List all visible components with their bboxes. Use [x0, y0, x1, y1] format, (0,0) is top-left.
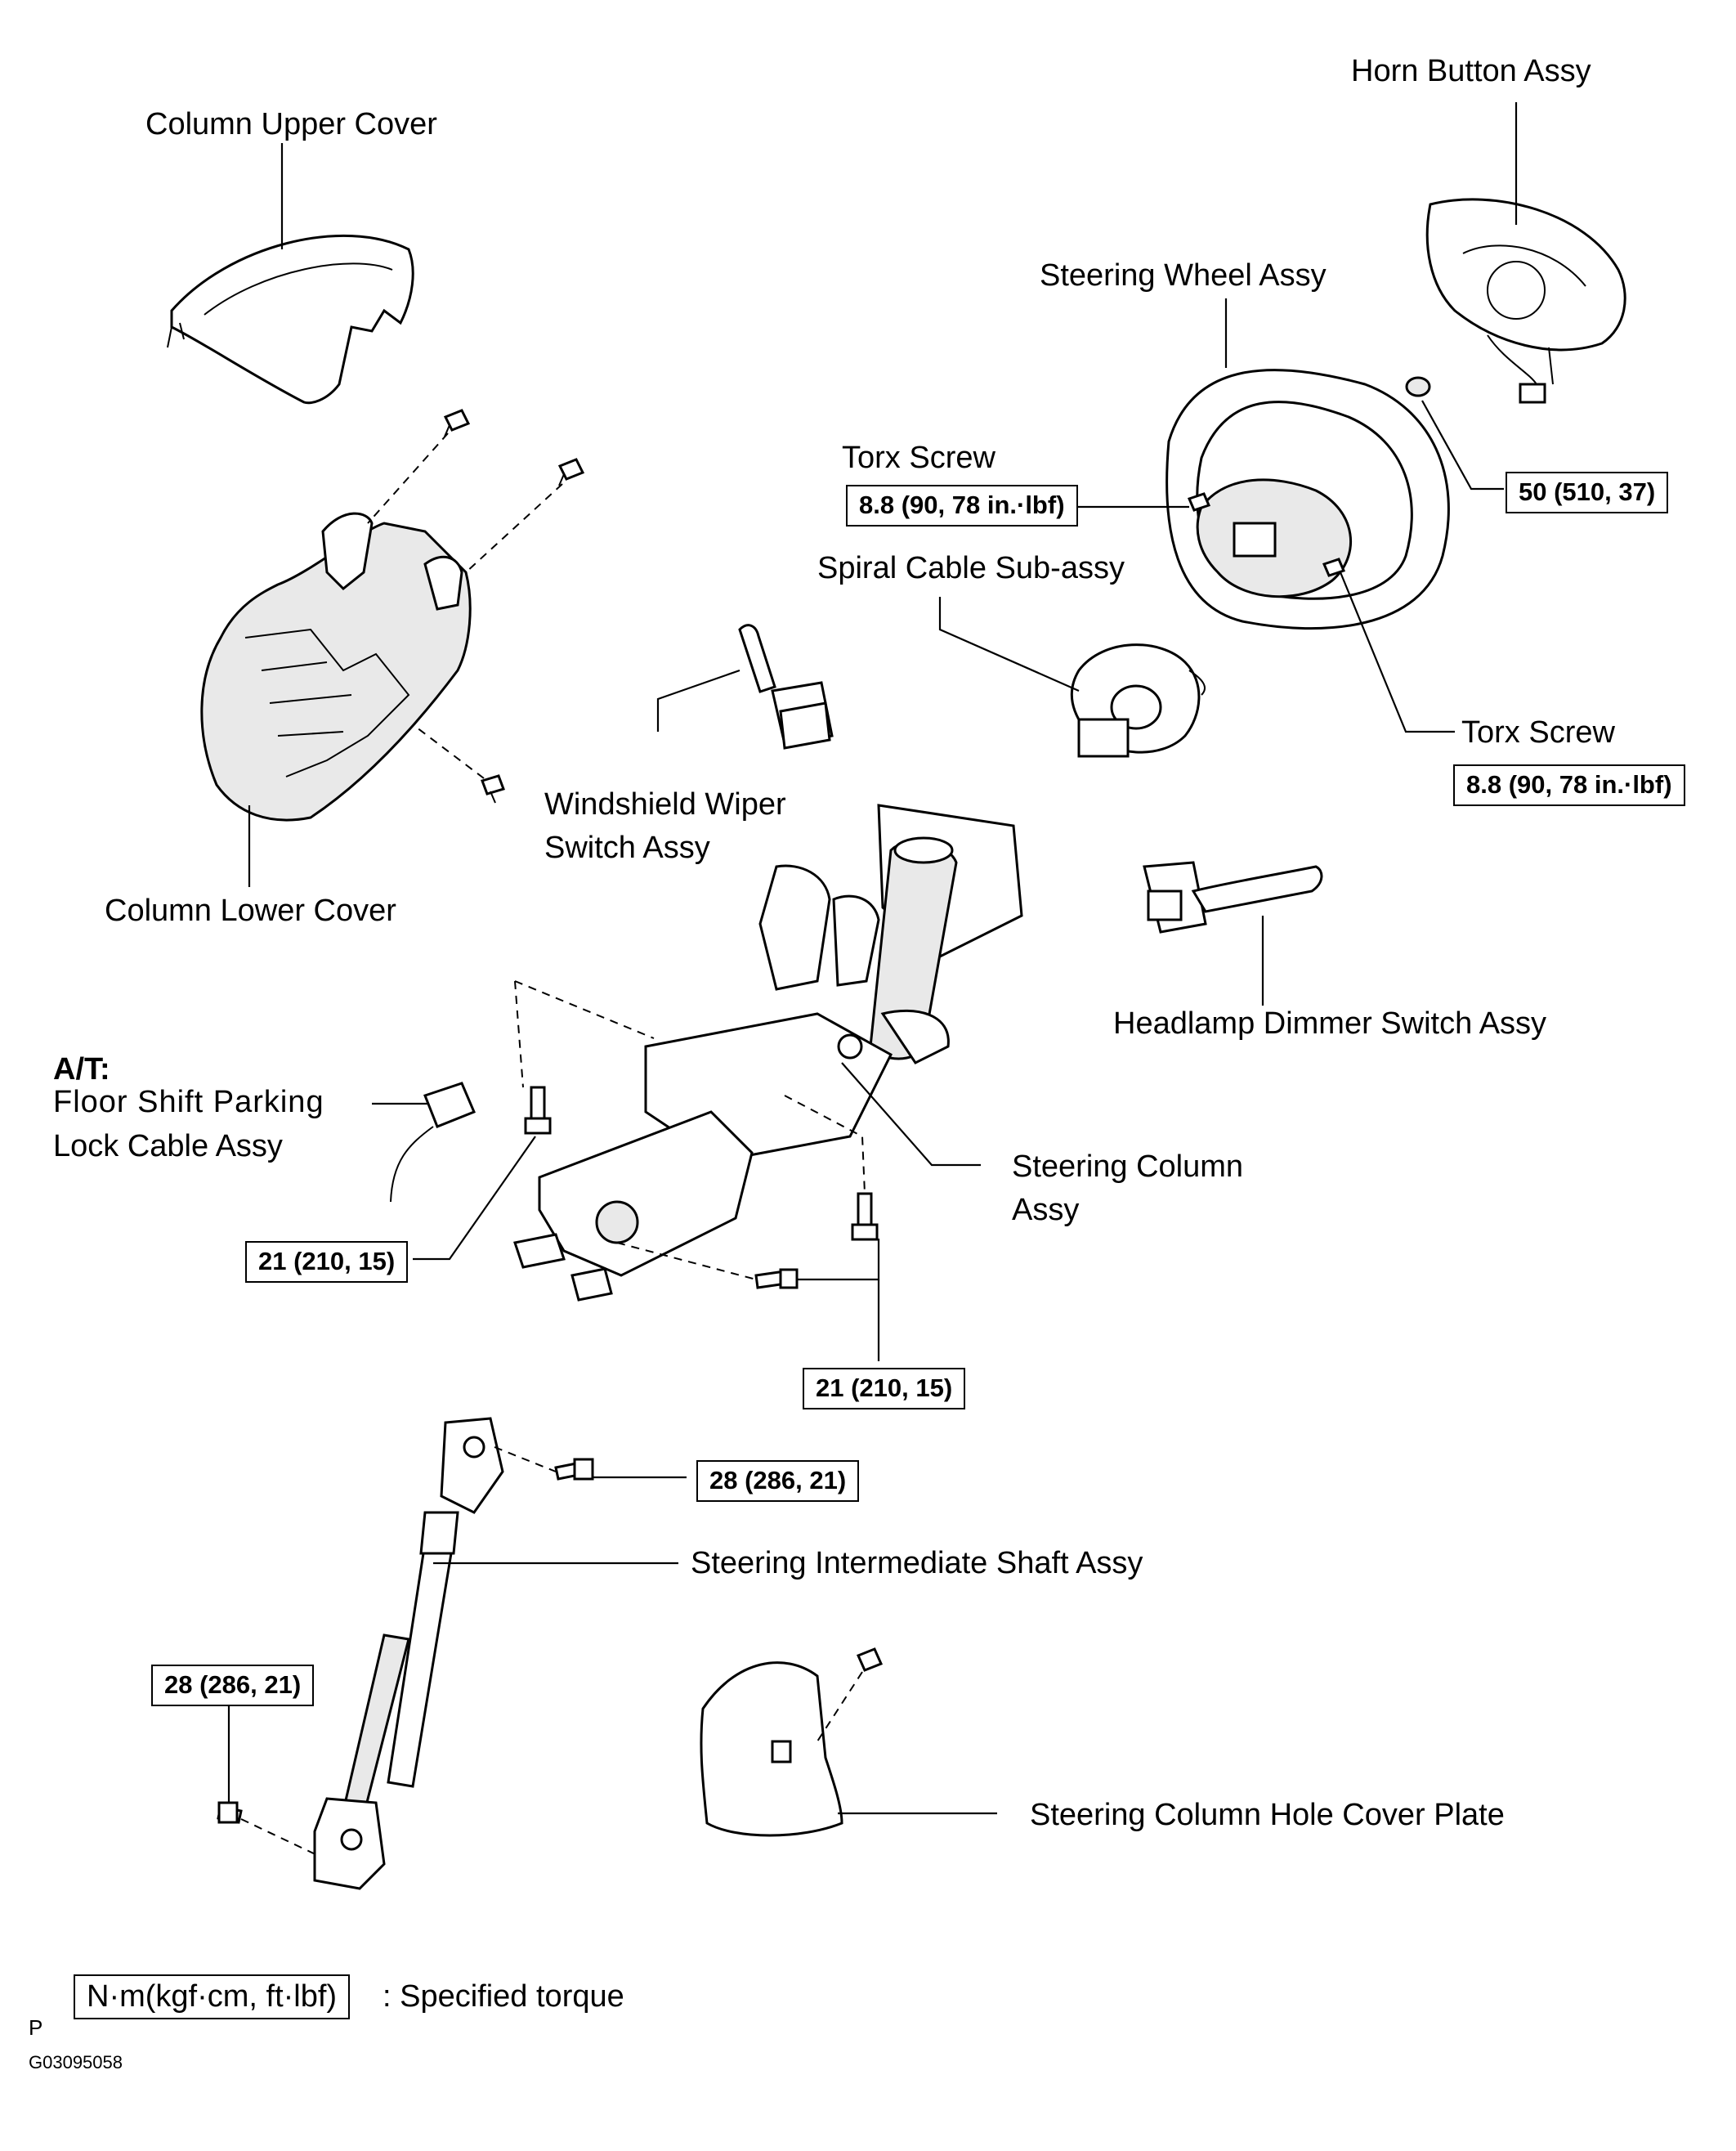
lower-cover-screws	[443, 409, 585, 804]
torque-torx-screw-1: 8.8 (90, 78 in.·lbf)	[846, 485, 1078, 527]
steering-column-part	[513, 804, 1023, 1302]
legend-unit-box: N·m(kgf·cm, ft·lbf)	[74, 1974, 351, 2019]
label-torx-screw-1: Torx Screw	[842, 441, 996, 475]
legend-description: : Specified torque	[383, 1979, 624, 2014]
hole-cover-plate-part	[700, 1647, 884, 1837]
leader-lines	[227, 102, 1518, 1815]
figure-code: G03095058	[29, 2052, 123, 2073]
torque-column-bolt-bottom: 21 (210, 15)	[803, 1368, 966, 1409]
spiral-cable-part	[1070, 643, 1206, 758]
label-at-prefix: A/T:	[53, 1052, 110, 1087]
label-shift-cable-line1: Floor Shift Parking	[53, 1085, 324, 1119]
steering-wheel-part	[1166, 369, 1450, 630]
shift-cable-part	[390, 1082, 476, 1203]
torque-shaft-bolt-upper: 28 (286, 21)	[696, 1460, 860, 1502]
label-column-upper-cover: Column Upper Cover	[145, 107, 437, 141]
label-wiper-switch-line1: Windshield Wiper	[544, 787, 786, 822]
column-lower-cover-part	[200, 512, 472, 822]
torque-torx-screw-2: 8.8 (90, 78 in.·lbf)	[1453, 764, 1685, 806]
column-bolts	[524, 1086, 879, 1289]
torque-shaft-bolt-lower: 28 (286, 21)	[151, 1665, 315, 1706]
footer-letter: P	[29, 2015, 43, 2040]
torque-horn-nut: 50 (510, 37)	[1506, 472, 1669, 513]
label-steering-column-line1: Steering Column	[1012, 1149, 1244, 1184]
wiper-switch-part	[738, 624, 834, 750]
label-horn-button: Horn Button Assy	[1351, 54, 1591, 88]
label-spiral-cable: Spiral Cable Sub-assy	[817, 551, 1125, 585]
column-upper-cover-part	[167, 234, 414, 405]
label-steering-column-line2: Assy	[1012, 1193, 1080, 1227]
label-column-lower-cover: Column Lower Cover	[105, 894, 396, 928]
label-hole-cover-plate: Steering Column Hole Cover Plate	[1030, 1798, 1505, 1832]
label-steering-wheel: Steering Wheel Assy	[1040, 258, 1327, 293]
horn-nut-part	[1405, 376, 1431, 397]
intermediate-shaft-part	[313, 1417, 504, 1890]
horn-button-part	[1425, 198, 1626, 404]
headlamp-switch-part	[1143, 861, 1323, 934]
torque-column-bolt-left: 21 (210, 15)	[245, 1241, 409, 1283]
label-shift-cable-line2: Lock Cable Assy	[53, 1129, 283, 1163]
label-wiper-switch-line2: Switch Assy	[544, 831, 710, 865]
label-headlamp-switch: Headlamp Dimmer Switch Assy	[1113, 1006, 1547, 1041]
label-intermediate-shaft: Steering Intermediate Shaft Assy	[691, 1546, 1143, 1580]
label-torx-screw-2: Torx Screw	[1461, 715, 1615, 750]
